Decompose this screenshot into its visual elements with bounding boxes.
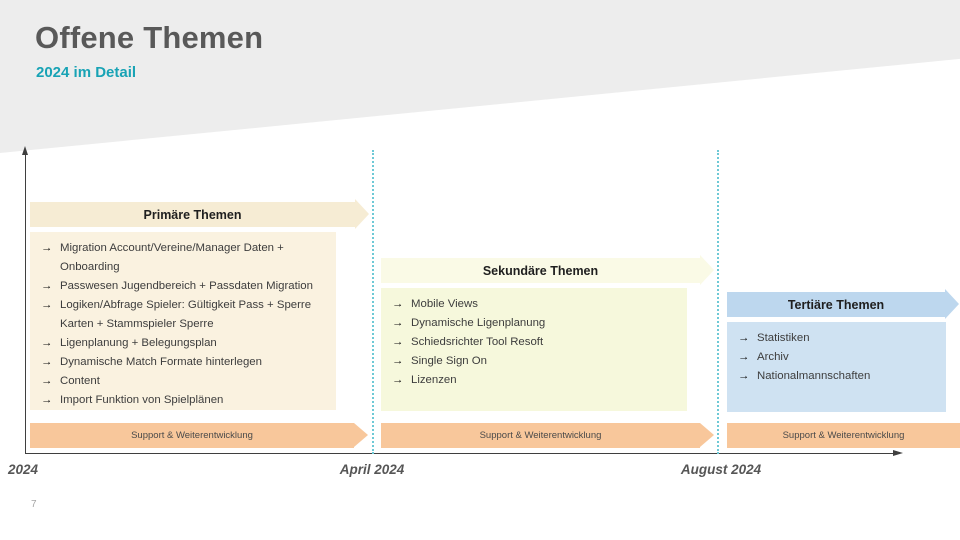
section-header-label: Tertiäre Themen xyxy=(787,297,885,312)
timeline-y-axis xyxy=(25,153,26,454)
banner-arrow-tip-icon xyxy=(945,289,959,319)
support-arrow-label: Support & Weiterentwicklung xyxy=(131,430,253,441)
arrow-bullet-icon: → xyxy=(41,394,53,406)
arrow-bullet-icon: → xyxy=(41,337,53,349)
banner-arrow-tip-icon xyxy=(355,199,369,229)
y-axis-arrowhead-icon xyxy=(22,146,28,155)
list-item: → Schiedsrichter Tool Resoft xyxy=(381,333,687,352)
list-item-text: Statistiken xyxy=(757,332,810,344)
section-header-primaere-themen: Primäre Themen xyxy=(30,199,369,229)
page-subtitle: 2024 im Detail xyxy=(36,64,137,81)
arrow-bullet-icon: → xyxy=(392,298,404,310)
section-header-tertiaere-themen: Tertiäre Themen xyxy=(727,289,959,319)
list-item-text: Import Funktion von Spielplänen xyxy=(60,394,224,406)
list-item: → Migration Account/Vereine/Manager Daten… xyxy=(30,239,336,277)
support-arrow-label: Support & Weiterentwicklung xyxy=(782,430,905,441)
topic-list-sekundaere-themen: → Mobile Views → Dynamische Ligenplanung → Sc… xyxy=(381,288,687,411)
support-arrow-sekundaere: Support & Weiterentwicklung xyxy=(381,423,714,448)
support-arrow-tip-icon xyxy=(354,423,368,447)
list-item: → Mobile Views xyxy=(381,295,687,314)
list-item-text: Nationalmannschaften xyxy=(757,370,871,382)
support-arrow-primaere: Support & Weiterentwicklung xyxy=(30,423,368,448)
list-item-text: Dynamische Ligenplanung xyxy=(411,317,546,329)
section-header-sekundaere-themen: Sekundäre Themen xyxy=(381,255,714,285)
list-item: → Statistiken xyxy=(727,329,946,348)
arrow-bullet-icon: → xyxy=(392,374,404,386)
support-arrow-label: Support & Weiterentwicklung xyxy=(479,430,602,441)
list-item: → Nationalmannschaften xyxy=(727,367,946,386)
timeline-x-axis xyxy=(25,453,895,454)
topic-list-primaere-themen: → Migration Account/Vereine/Manager Daten… xyxy=(30,232,336,410)
arrow-bullet-icon: → xyxy=(41,242,53,254)
arrow-bullet-icon: → xyxy=(392,355,404,367)
divider-line-august xyxy=(717,150,719,454)
list-item: → Dynamische Match Formate hinterlegen xyxy=(30,353,336,372)
arrow-bullet-icon: → xyxy=(738,332,750,344)
axis-label-2024: 2024 xyxy=(8,462,39,477)
arrow-bullet-icon: → xyxy=(41,375,53,387)
support-arrow-tip-icon xyxy=(700,423,714,447)
list-item: → Single Sign On xyxy=(381,352,687,371)
list-item: → Passwesen Jugendbereich + Passdaten Mig… xyxy=(30,277,336,296)
list-item-text: Migration Account/Vereine/Manager Daten … xyxy=(60,242,284,273)
list-item-text: Ligenplanung + Belegungsplan xyxy=(60,337,217,349)
page-title: Offene Themen xyxy=(35,20,264,55)
divider-line-april xyxy=(372,150,374,454)
arrow-bullet-icon: → xyxy=(738,370,750,382)
list-item: → Dynamische Ligenplanung xyxy=(381,314,687,333)
list-item-text: Lizenzen xyxy=(411,374,457,386)
list-item-text: Single Sign On xyxy=(411,355,487,367)
arrow-bullet-icon: → xyxy=(392,317,404,329)
arrow-bullet-icon: → xyxy=(738,351,750,363)
arrow-bullet-icon: → xyxy=(41,280,53,292)
page-number: 7 xyxy=(31,499,37,510)
axis-label-april-2024: April 2024 xyxy=(339,462,405,477)
list-item: → Content xyxy=(30,372,336,391)
list-item-text: Dynamische Match Formate hinterlegen xyxy=(60,356,262,368)
axis-label-august-2024: August 2024 xyxy=(680,462,762,477)
section-header-label: Sekundäre Themen xyxy=(482,263,599,278)
banner-arrow-tip-icon xyxy=(700,255,714,285)
list-item: → Logiken/Abfrage Spieler: Gültigkeit Pas… xyxy=(30,296,336,334)
arrow-bullet-icon: → xyxy=(41,356,53,368)
list-item-text: Archiv xyxy=(757,351,789,363)
list-item: → Archiv xyxy=(727,348,946,367)
topic-list-tertiaere-themen: → Statistiken → Archiv → Nationalmannschaften xyxy=(727,322,946,412)
list-item: → Lizenzen xyxy=(381,371,687,390)
arrow-bullet-icon: → xyxy=(392,336,404,348)
list-item-text: Logiken/Abfrage Spieler: Gültigkeit Pass… xyxy=(60,299,312,330)
list-item-text: Passwesen Jugendbereich + Passdaten Migr… xyxy=(60,280,313,292)
support-arrow-tertiaere: Support & Weiterentwicklung xyxy=(727,423,960,448)
list-item: → Ligenplanung + Belegungsplan xyxy=(30,334,336,353)
list-item-text: Content xyxy=(60,375,100,387)
list-item-text: Schiedsrichter Tool Resoft xyxy=(411,336,544,348)
list-item: → Import Funktion von Spielplänen xyxy=(30,391,336,410)
arrow-bullet-icon: → xyxy=(41,299,53,311)
list-item-text: Mobile Views xyxy=(411,298,478,310)
section-header-label: Primäre Themen xyxy=(143,207,242,222)
x-axis-arrowhead-icon xyxy=(893,450,903,456)
